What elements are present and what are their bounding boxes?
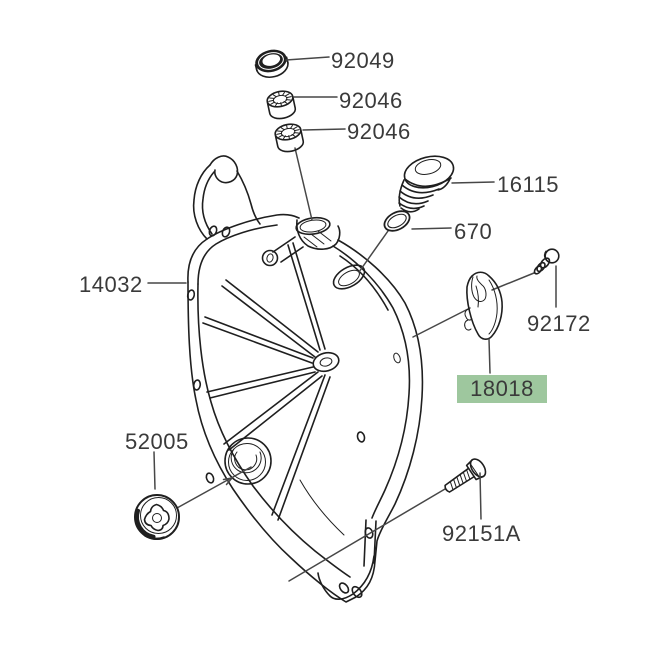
part-drawing-oil-seal-92049 (254, 49, 289, 79)
leader-label-16115 (451, 181, 495, 184)
label-leader-lines (147, 56, 557, 520)
leader-gauge-to-bore (176, 466, 252, 509)
leader-label-18018 (488, 338, 491, 374)
part-drawing-oil-filler-cap-16115 (398, 155, 455, 213)
part-label-92046-upper[interactable]: 92046 (339, 88, 403, 113)
part-label-92046-lower[interactable]: 92046 (347, 119, 411, 144)
part-drawing-flange-bolt-92151A (444, 458, 487, 493)
leader-bracket-to-cover (412, 307, 471, 338)
leader-screw-to-bracket (491, 272, 535, 291)
part-label-92172[interactable]: 92172 (527, 311, 591, 336)
part-label-92151A[interactable]: 92151A (442, 521, 521, 546)
part-label-52005[interactable]: 52005 (125, 429, 189, 454)
part-drawing-needle-bearing-upper-92046 (266, 90, 297, 120)
part-drawing-needle-bearing-lower-92046 (274, 123, 305, 153)
leader-bearings-to-boss (294, 147, 313, 221)
part-label-670[interactable]: 670 (454, 219, 493, 244)
leader-label-52005 (153, 451, 156, 490)
leader-label-92046b (302, 128, 346, 131)
leader-bolt-to-cover (288, 488, 446, 582)
part-drawing-oil-level-gauge-52005 (134, 494, 180, 540)
part-label-18018[interactable]: 18018 (457, 375, 547, 403)
part-label-92049[interactable]: 92049 (331, 48, 395, 73)
part-label-14032[interactable]: 14032 (79, 272, 143, 297)
part-drawing-oring-670 (383, 210, 411, 232)
part-label-16115[interactable]: 16115 (497, 172, 560, 197)
leader-oring-to-filler (358, 230, 389, 273)
assembly-leader-lines (176, 147, 535, 582)
leader-arrowhead (222, 476, 234, 486)
clutch-cover-drawing (186, 155, 424, 603)
part-drawing-screw-92172 (533, 248, 560, 275)
leader-label-92151A (479, 472, 482, 520)
part-drawing-plate-18018 (464, 271, 503, 340)
leader-label-670 (411, 227, 452, 230)
leader-label-92049 (285, 56, 330, 61)
